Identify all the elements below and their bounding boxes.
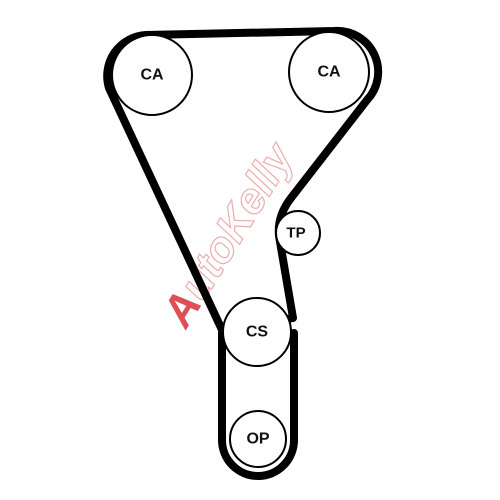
camshaft-right-label: CA [317, 64, 341, 81]
crankshaft-pulley: CS [222, 297, 292, 367]
oil-pump-pulley: OP [229, 410, 287, 468]
crankshaft-label: CS [246, 324, 269, 341]
camshaft-left-label: CA [140, 67, 164, 84]
auxiliary-belt [218, 329, 298, 480]
tensioner-pulley: TP [275, 210, 321, 256]
camshaft-right-pulley: CA [288, 31, 370, 113]
camshaft-left-pulley: CA [111, 34, 193, 116]
oil-pump-label: OP [246, 431, 269, 448]
timing-belt [103, 26, 383, 336]
tensioner-label: TP [286, 225, 305, 242]
